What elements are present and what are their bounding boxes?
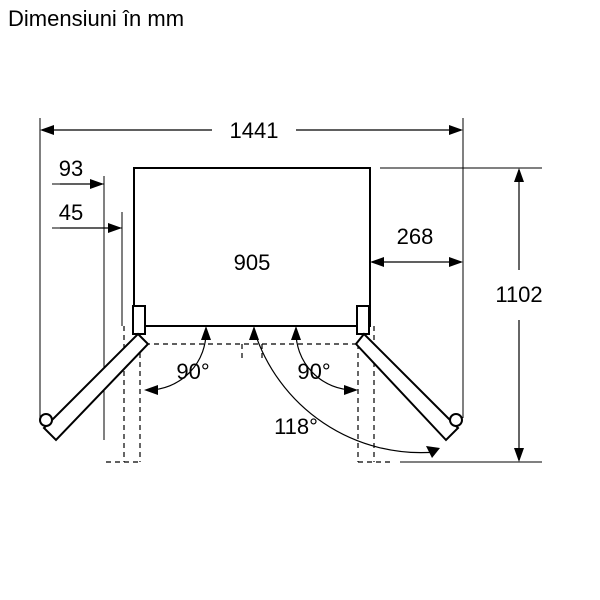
dimension-line-1441 <box>40 125 463 135</box>
angle-arc-right-118 <box>249 326 440 458</box>
label-268: 268 <box>397 224 434 249</box>
left-hinge <box>132 305 146 335</box>
label-angle-118: 118° <box>274 414 318 439</box>
right-door <box>354 332 460 442</box>
fridge-body <box>133 167 371 327</box>
label-93: 93 <box>59 156 83 181</box>
angle-arc-left-90 <box>144 326 211 395</box>
label-905: 905 <box>234 250 271 275</box>
left-door <box>42 332 150 442</box>
right-door-handle <box>449 413 463 427</box>
label-angle-left-90: 90° <box>176 359 209 384</box>
label-angle-right-90: 90° <box>297 359 330 384</box>
left-door-handle <box>39 413 53 427</box>
label-1441: 1441 <box>230 118 279 143</box>
door-closed-outlines <box>106 326 392 463</box>
dimension-line-268 <box>370 257 463 267</box>
page-title: Dimensiuni în mm <box>8 6 185 31</box>
label-45: 45 <box>59 200 83 225</box>
right-hinge <box>356 305 370 335</box>
angle-arc-right-90 <box>291 326 358 395</box>
dimension-line-1102 <box>514 168 524 462</box>
label-1102: 1102 <box>495 282 542 307</box>
